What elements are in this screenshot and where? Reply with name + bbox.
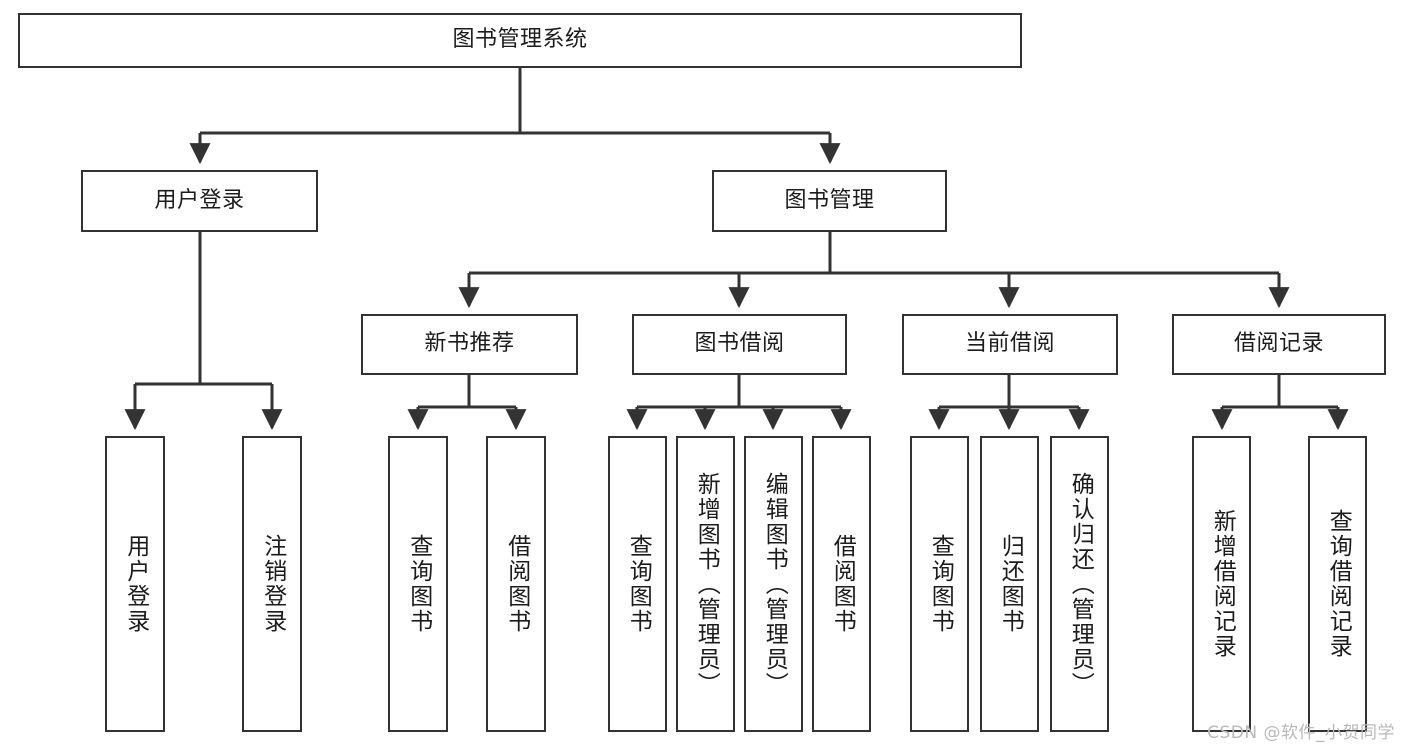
leaf-borrowrecord-add-record[interactable]: 新增借阅记录 (1192, 436, 1251, 732)
node-label: 用户登录 (122, 534, 149, 634)
leaf-borrowrecord-query-record[interactable]: 查询借阅记录 (1308, 436, 1367, 732)
node-user-login[interactable]: 用户登录 (81, 170, 318, 232)
node-label: 查询图书 (625, 534, 652, 634)
node-new-book-recommend[interactable]: 新书推荐 (361, 314, 578, 375)
node-book-management[interactable]: 图书管理 (712, 170, 947, 232)
node-label: 图书借阅 (694, 331, 785, 357)
node-book-borrow[interactable]: 图书借阅 (632, 314, 847, 375)
node-label: 新增借阅记录 (1209, 509, 1236, 659)
leaf-currentborrow-query-book[interactable]: 查询图书 (910, 436, 969, 732)
node-label: 查询图书 (927, 534, 954, 634)
leaf-bookborrow-edit-book-admin[interactable]: 编辑图书（管理员） (744, 436, 803, 732)
node-label: 图书管理 (784, 187, 875, 213)
node-label: 图书管理系统 (452, 27, 588, 53)
node-current-borrow[interactable]: 当前借阅 (902, 314, 1118, 375)
leaf-currentborrow-return-book[interactable]: 归还图书 (980, 436, 1039, 732)
leaf-currentborrow-confirm-return-admin[interactable]: 确认归还（管理员） (1050, 436, 1109, 732)
leaf-bookborrow-borrow-book[interactable]: 借阅图书 (812, 436, 871, 732)
leaf-user-login[interactable]: 用户登录 (105, 436, 165, 732)
node-label: 借阅记录 (1233, 331, 1324, 357)
leaf-newbook-query-book[interactable]: 查询图书 (388, 436, 448, 732)
node-root-system[interactable]: 图书管理系统 (18, 13, 1022, 68)
leaf-bookborrow-add-book-admin[interactable]: 新增图书（管理员） (676, 436, 735, 732)
node-label: 用户登录 (154, 187, 245, 213)
node-label: 新增图书（管理员） (693, 471, 720, 697)
node-label: 查询图书 (405, 534, 432, 634)
node-borrow-record[interactable]: 借阅记录 (1172, 314, 1386, 375)
node-label: 借阅图书 (503, 534, 530, 634)
node-label: 编辑图书（管理员） (761, 471, 788, 697)
node-label: 当前借阅 (964, 331, 1055, 357)
node-label: 确认归还（管理员） (1067, 471, 1094, 697)
leaf-newbook-borrow-book[interactable]: 借阅图书 (486, 436, 546, 732)
node-label: 新书推荐 (424, 331, 515, 357)
node-label: 借阅图书 (829, 534, 856, 634)
node-label: 查询借阅记录 (1325, 509, 1352, 659)
node-label: 归还图书 (997, 534, 1024, 634)
leaf-bookborrow-query-book[interactable]: 查询图书 (608, 436, 667, 732)
leaf-user-logout[interactable]: 注销登录 (242, 436, 302, 732)
node-label: 注销登录 (259, 534, 286, 634)
